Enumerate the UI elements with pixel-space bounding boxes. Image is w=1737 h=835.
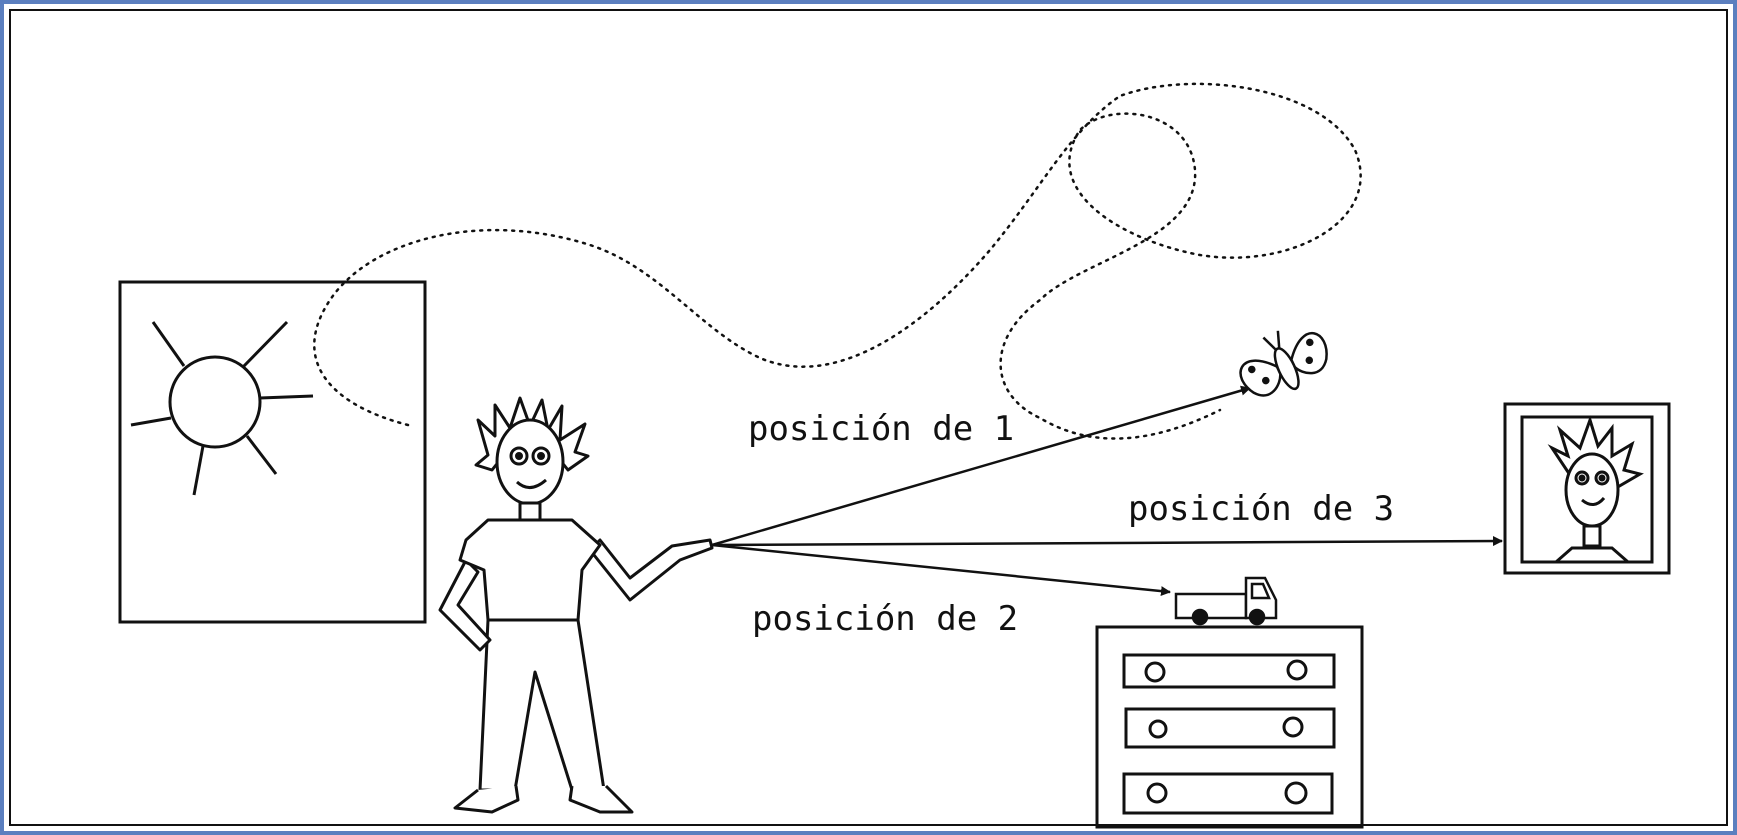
- framed-portrait: [1503, 402, 1671, 575]
- arrow-to-butterfly: [711, 385, 1251, 547]
- arrow-to-truck: [711, 543, 1171, 597]
- toy-truck: [1174, 576, 1278, 626]
- label-position-1: posición de 1: [748, 409, 1014, 449]
- person-right-arm: [588, 538, 714, 602]
- pointer-arrows: [711, 385, 1503, 597]
- person-head: [495, 418, 565, 506]
- butterfly: [1239, 330, 1328, 397]
- window-with-sun: [118, 280, 427, 624]
- person-figure: [438, 396, 714, 814]
- person-left-arm: [438, 558, 492, 652]
- arrow-to-portrait: [711, 536, 1503, 547]
- chest-of-drawers: [1095, 625, 1364, 829]
- person-torso: [458, 518, 602, 622]
- label-position-2: posición de 2: [752, 599, 1018, 639]
- label-position-3: posición de 3: [1128, 489, 1394, 529]
- inner-frame: [9, 9, 1728, 826]
- person-legs: [478, 618, 606, 792]
- butterfly-path: [313, 82, 1362, 440]
